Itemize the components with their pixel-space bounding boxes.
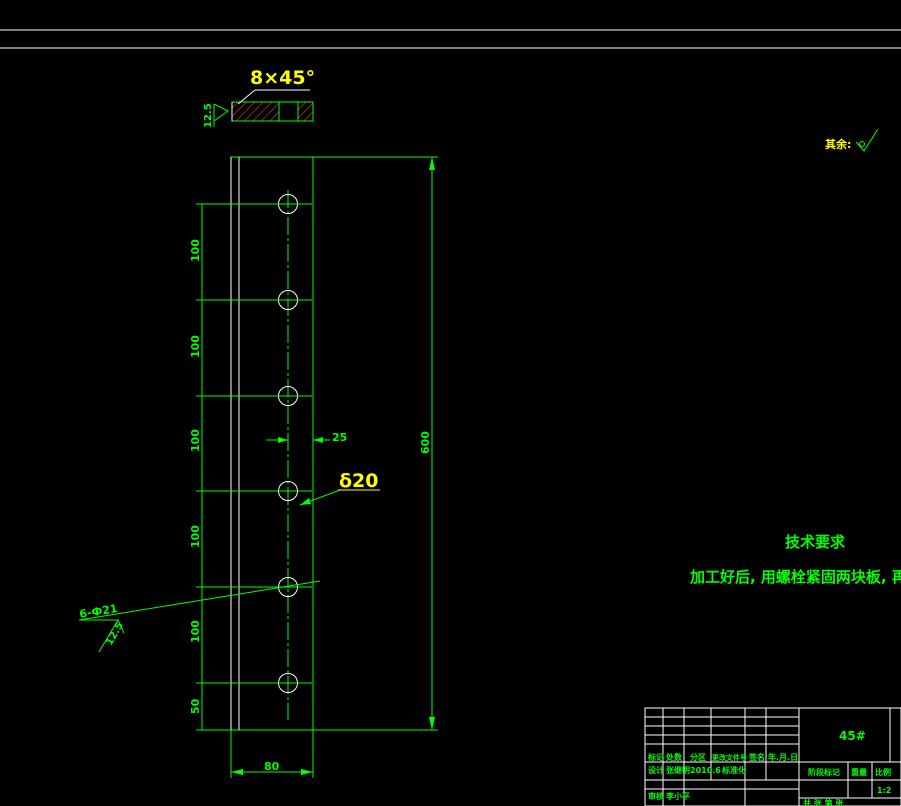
tb-reviewer: 李小平 (665, 791, 690, 801)
dim-bottom: 50 (189, 698, 202, 714)
dim-center: 25 (332, 431, 347, 444)
dimension-center (266, 437, 330, 443)
tb-weight: 重量 (851, 767, 867, 777)
notes-title: 技术要求 (785, 533, 846, 551)
tb-design: 设计 (648, 765, 664, 775)
tb-review: 审核 (648, 791, 664, 801)
tb-design-date: 2010.6 (690, 766, 721, 775)
title-block (644, 707, 901, 806)
dim-spacing-5: 100 (189, 620, 202, 643)
tb-scale: 1:2 (877, 786, 891, 795)
hole-callout-label: 6-Ф21 (78, 602, 118, 621)
dim-spacing-1: 100 (189, 239, 202, 262)
surface-mark-label: 其余: (825, 137, 851, 151)
thickness-label: δ20 (339, 470, 379, 492)
dimension-chain-left (196, 203, 312, 731)
hole-roughness-label: 12.5 (104, 621, 126, 648)
dimension-width (230, 730, 314, 778)
dim-spacing-4: 100 (189, 525, 202, 548)
hole-callout (78, 580, 321, 653)
tb-sign: 签名 (748, 752, 765, 762)
thickness-leader (299, 489, 380, 506)
dimension-total (313, 156, 438, 731)
tb-mark: 标记 (647, 752, 664, 762)
tb-zone: 分区 (690, 752, 706, 762)
tb-change-doc: 更改文件号 (712, 753, 747, 762)
dim-total: 600 (419, 431, 432, 454)
tb-standard: 标准化 (721, 765, 746, 775)
chamfer-label: 8×45° (250, 67, 315, 89)
section-roughness-label: 12.5 (203, 103, 214, 128)
roughness-symbol-icon (855, 128, 879, 152)
notes-line: 加工好后, 用螺栓紧固两块板, 再焊 (689, 568, 901, 586)
material-label: 45# (839, 729, 866, 743)
tb-date: 年.月.日 (768, 752, 798, 762)
dim-width: 80 (264, 760, 280, 773)
plate-outline (230, 156, 314, 731)
section-view (213, 89, 314, 127)
dim-spacing-3: 100 (189, 429, 202, 452)
tb-stage: 阶段标记 (808, 767, 840, 777)
tb-count: 处数 (665, 752, 683, 762)
dim-spacing-2: 100 (189, 335, 202, 358)
tb-scale-label: 比例 (875, 767, 891, 777)
tb-sheet: 共 张 第 张 (803, 798, 844, 806)
tb-designer: 张继明 (666, 765, 690, 775)
